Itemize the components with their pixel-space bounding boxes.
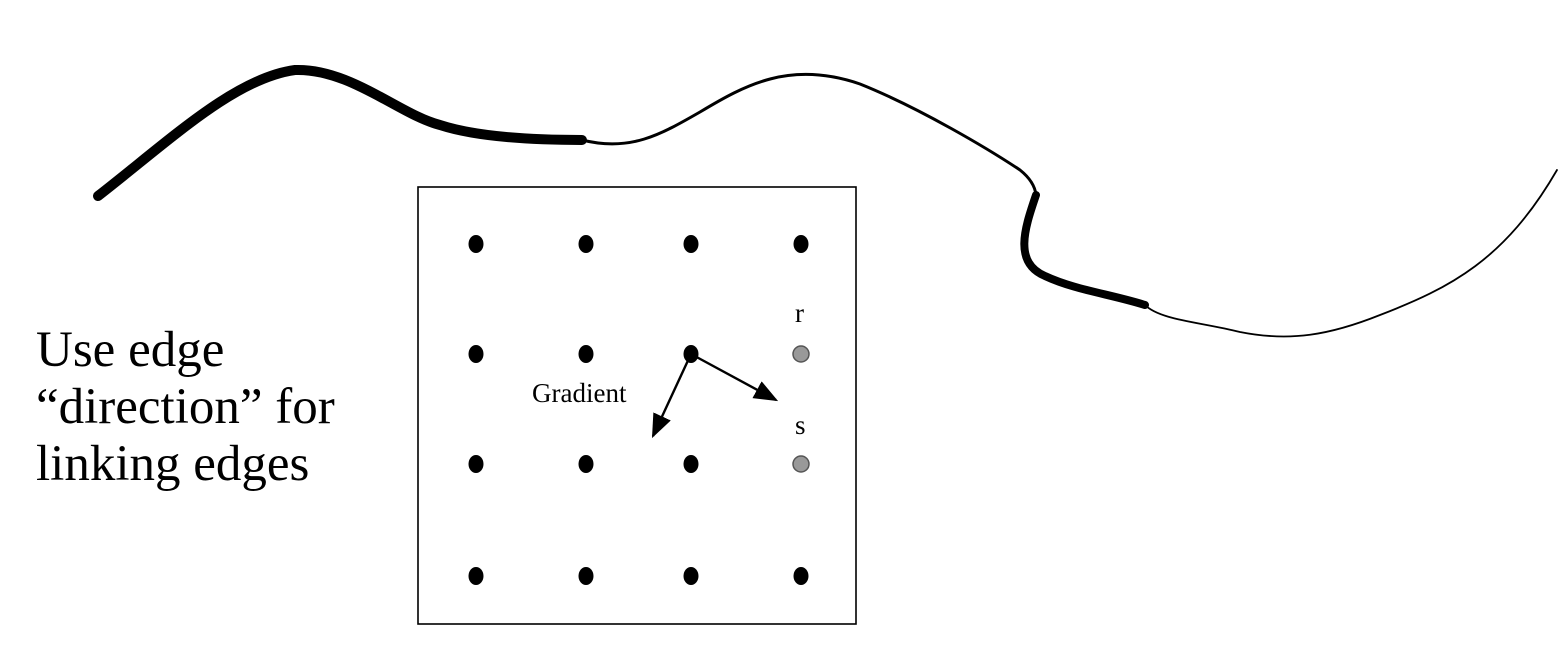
pixel-dot bbox=[793, 235, 809, 253]
pixel-dot bbox=[578, 345, 594, 363]
pixel-dot bbox=[793, 567, 809, 585]
pixel-dot-r bbox=[792, 345, 810, 363]
pixel-dot bbox=[468, 345, 484, 363]
pixel-label-r: r bbox=[795, 298, 804, 328]
caption-line-1: Use edge bbox=[36, 322, 225, 378]
caption-line-3: linking edges bbox=[36, 436, 310, 492]
gradient-label: Gradient bbox=[532, 378, 627, 408]
edge-direction-arrow bbox=[690, 352, 779, 402]
pixel-dot bbox=[683, 567, 699, 585]
edge-segment-thick-2 bbox=[1020, 191, 1149, 309]
pixel-dot bbox=[578, 567, 594, 585]
pixel-dot bbox=[468, 235, 484, 253]
pixel-dot bbox=[578, 235, 594, 253]
caption-line-2: “direction” for bbox=[36, 379, 335, 435]
pixel-dot bbox=[468, 567, 484, 585]
edge-segment-thin-2 bbox=[1144, 169, 1558, 338]
edge-segment-thin-1 bbox=[580, 72, 1038, 197]
pixel-dot bbox=[578, 455, 594, 473]
edge-curve bbox=[93, 64, 1558, 338]
pixel-dot-s bbox=[792, 455, 810, 473]
pixel-dot bbox=[683, 455, 699, 473]
edge-segment-thick-1 bbox=[93, 64, 587, 201]
pixel-dots bbox=[468, 235, 810, 585]
panel-frame bbox=[417, 186, 857, 625]
pixel-dot bbox=[683, 235, 699, 253]
pixel-grid-panel: Gradient r s bbox=[417, 186, 857, 625]
gradient-arrow bbox=[651, 353, 693, 439]
pixel-label-s: s bbox=[795, 410, 806, 440]
pixel-dot bbox=[468, 455, 484, 473]
caption: Use edge “direction” for linking edges bbox=[36, 322, 396, 493]
